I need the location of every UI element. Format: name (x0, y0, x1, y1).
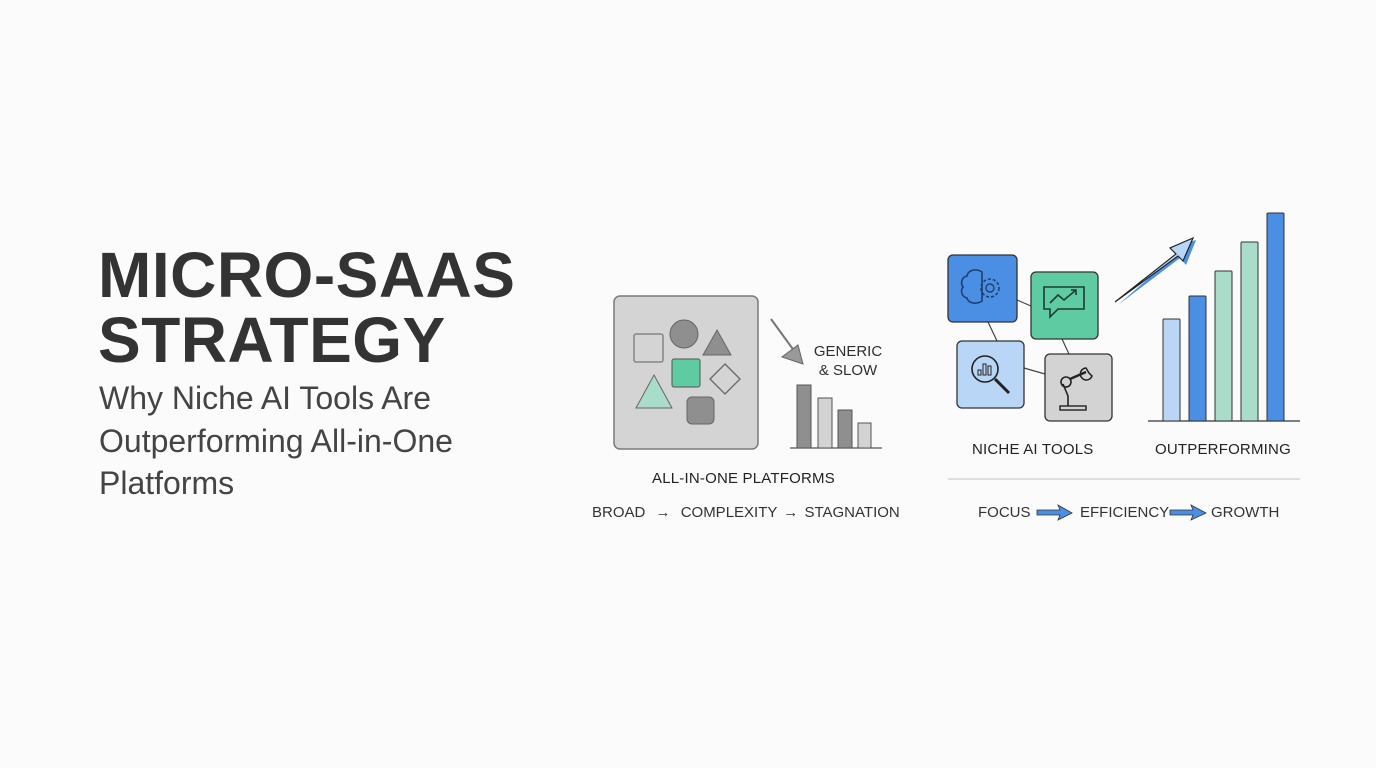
light-green-triangle-shape (635, 373, 673, 409)
subtitle-line-2: Outperforming All-in-One (99, 423, 453, 459)
all-in-one-label: ALL-IN-ONE PLATFORMS (652, 470, 835, 487)
growth-arrow-icon (1114, 236, 1196, 305)
subtitle-line-3: Platforms (99, 465, 235, 501)
left-flow: BROAD → COMPLEXITY → STAGNATION (592, 504, 900, 521)
magnifier-chart-icon (956, 340, 1025, 409)
growth-bar (1162, 318, 1181, 422)
generic-slow-callout: GENERIC & SLOW (813, 342, 883, 380)
subtitle-line-1: Why Niche AI Tools Are (99, 380, 431, 416)
niche-ai-tools-label: NICHE AI TOOLS (972, 441, 1094, 458)
dark-rounded-square-shape (686, 396, 715, 425)
circle-shape (669, 319, 699, 349)
title-line-2: STRATEGY (98, 304, 446, 376)
down-right-arrow-icon (770, 318, 804, 365)
chat-trend-icon (1030, 271, 1099, 340)
growth-bar (1266, 212, 1285, 422)
flow-step-stagnation: STAGNATION (804, 504, 900, 521)
tool-connectors (987, 299, 1070, 375)
diamond-shape (709, 363, 741, 395)
brain-gear-icon (947, 254, 1018, 323)
green-square-shape (671, 358, 701, 388)
decline-bar (857, 422, 872, 449)
flow-step-broad: BROAD (592, 504, 646, 521)
flow-step-complexity: COMPLEXITY (680, 504, 778, 521)
title-line-1: MICRO-SAAS (98, 239, 516, 311)
growth-bar (1240, 241, 1259, 422)
growth-bar (1188, 295, 1207, 422)
flow-step-growth: GROWTH (1211, 504, 1280, 521)
flow-step-efficiency: EFFICIENCY (1080, 504, 1170, 521)
robot-arm-icon (1044, 353, 1113, 422)
flow-arrow-icon: → (783, 504, 799, 521)
callout-line-1: GENERIC (813, 343, 883, 360)
decline-bar (837, 409, 853, 449)
decline-bar (817, 397, 833, 449)
callout-line-2: & SLOW (818, 362, 878, 379)
flow-step-focus: FOCUS (978, 504, 1031, 521)
flow-arrow-icon (1169, 504, 1207, 521)
triangle-shape (702, 328, 732, 356)
decline-bar (796, 384, 812, 449)
flow-arrow-icon (1036, 504, 1073, 521)
flow-arrow-icon: → (655, 504, 671, 521)
outperforming-label: OUTPERFORMING (1155, 441, 1291, 458)
square-outline-shape (633, 333, 664, 363)
growth-bar (1214, 270, 1233, 422)
